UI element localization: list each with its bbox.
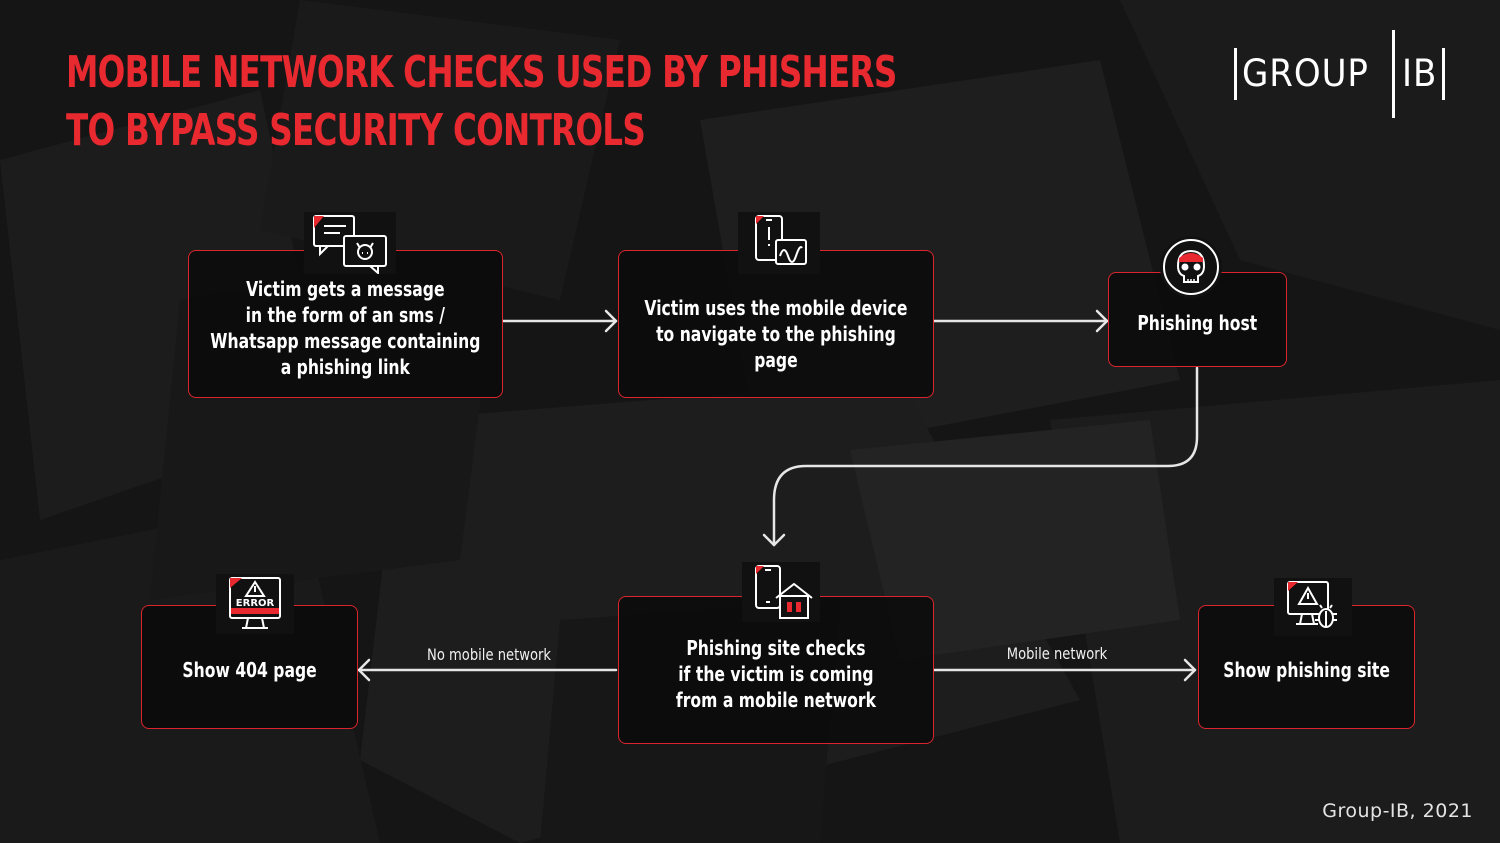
node-label: Phishing host bbox=[1137, 310, 1258, 335]
node-phishing-host: Phishing host bbox=[1108, 272, 1287, 367]
logo-bar-left bbox=[1234, 48, 1237, 100]
title-line-2: TO BYPASS SECURITY CONTROLS bbox=[66, 105, 646, 156]
title-line-1: MOBILE NETWORK CHECKS USED BY PHISHERS bbox=[66, 47, 897, 98]
mobile-notification-icon bbox=[738, 212, 820, 274]
logo-text-group: GROUP bbox=[1242, 52, 1369, 95]
logo-text-ib: IB bbox=[1402, 52, 1438, 95]
node-label: Phishing site checks if the victim is co… bbox=[675, 636, 877, 712]
node-label: Victim uses the mobile device to navigat… bbox=[644, 296, 908, 372]
chat-messages-icon bbox=[304, 212, 396, 276]
edge-label-mobile: Mobile network bbox=[1006, 644, 1108, 663]
group-ib-logo: GROUP IB bbox=[1234, 30, 1446, 118]
error-icon-text: ERROR bbox=[236, 598, 275, 609]
error-monitor-icon: ERROR bbox=[216, 574, 294, 634]
footer-credit: Group-IB, 2021 bbox=[1322, 800, 1473, 822]
page-title: MOBILE NETWORK CHECKS USED BY PHISHERS T… bbox=[66, 44, 897, 160]
mobile-home-icon bbox=[742, 562, 820, 622]
logo-bar-center bbox=[1392, 30, 1395, 118]
node-victim-device: Victim uses the mobile device to navigat… bbox=[618, 250, 934, 398]
node-victim-message: Victim gets a message in the form of an … bbox=[188, 250, 503, 398]
skull-icon bbox=[1160, 236, 1222, 298]
node-label: Show phishing site bbox=[1223, 658, 1390, 682]
warning-bug-monitor-icon bbox=[1274, 578, 1352, 636]
node-label: Show 404 page bbox=[182, 658, 317, 682]
logo-bar-right bbox=[1442, 48, 1445, 100]
node-label: Victim gets a message in the form of an … bbox=[210, 277, 481, 379]
edge-label-no-mobile: No mobile network bbox=[427, 645, 551, 664]
